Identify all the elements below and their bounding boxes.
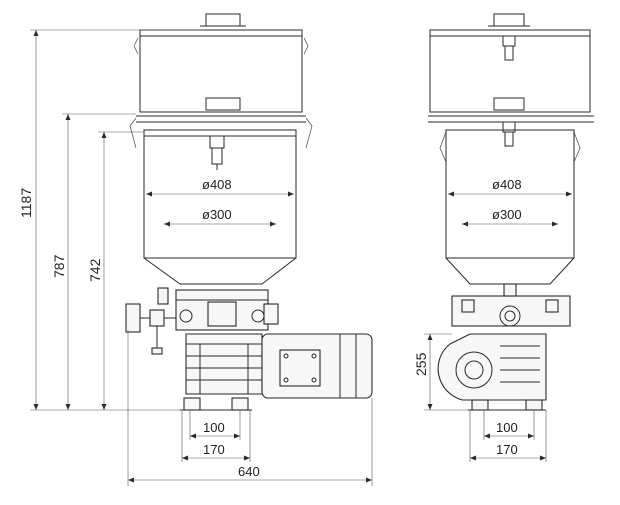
side-mid-handle <box>493 97 525 111</box>
front-width-640-label: 640 <box>238 464 260 479</box>
front-dia-408-label: ø408 <box>202 177 232 192</box>
front-top-handle <box>205 13 241 27</box>
front-mid-handle <box>205 97 241 111</box>
side-view: ø408 ø300 255 100 <box>413 13 594 462</box>
side-base-170-label: 170 <box>496 442 518 457</box>
front-terminal-box <box>279 349 321 387</box>
side-dia-408-label: ø408 <box>492 177 522 192</box>
front-view: ø408 ø300 <box>18 13 373 486</box>
height-787-label: 787 <box>51 254 67 278</box>
front-hopper-taper <box>143 257 297 285</box>
front-upper-reservoir <box>139 29 303 113</box>
front-base-170-label: 170 <box>203 442 225 457</box>
front-gearbox <box>185 333 263 395</box>
front-pressure-gauge <box>125 303 141 333</box>
side-height-255-label: 255 <box>413 352 429 376</box>
height-742-label: 742 <box>87 258 103 282</box>
side-top-handle <box>493 13 525 27</box>
side-base-100-label: 100 <box>496 420 518 435</box>
side-dia-300-label: ø300 <box>492 207 522 222</box>
height-1187-label: 1187 <box>18 188 34 218</box>
front-dia-300-label: ø300 <box>202 207 232 222</box>
side-hopper-taper <box>445 257 575 285</box>
front-base-100-label: 100 <box>203 420 225 435</box>
side-upper-reservoir <box>429 29 591 113</box>
front-level-switch <box>209 135 225 149</box>
